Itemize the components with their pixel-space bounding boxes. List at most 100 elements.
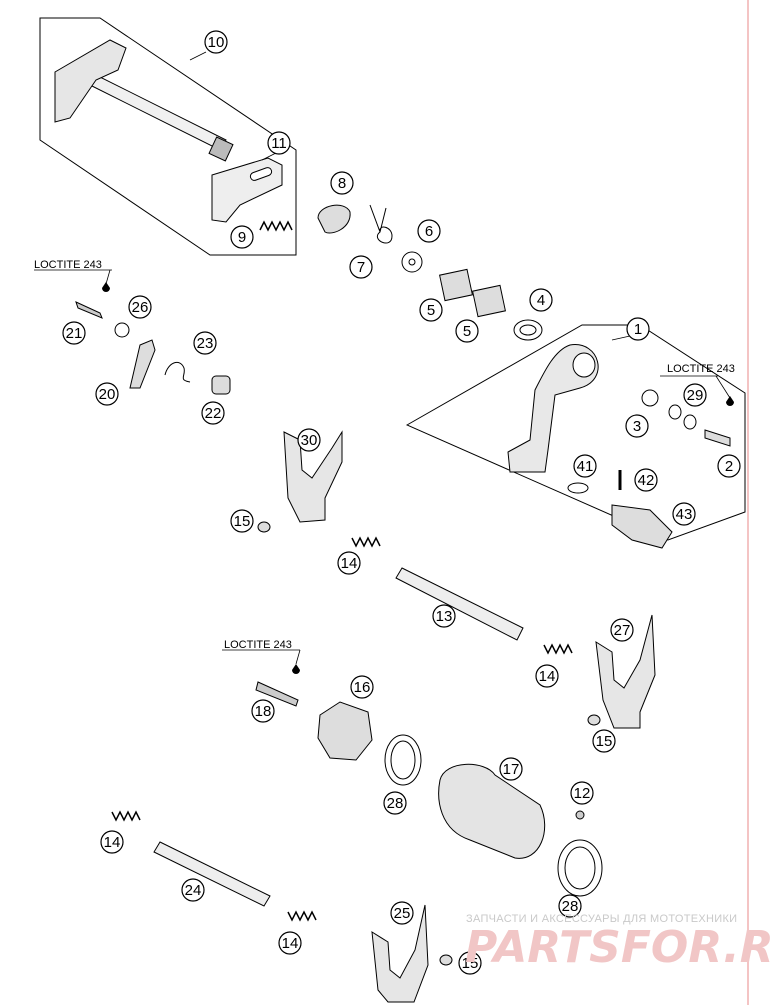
callout-circle	[570, 781, 594, 805]
pawl-parts	[317, 204, 543, 341]
watermark-tagline: ЗАПЧАСТИ И АКСЕССУАРЫ ДЛЯ МОТОТЕХНИКИ	[466, 913, 737, 925]
callout-circle	[330, 171, 354, 195]
part-18-bolt	[255, 681, 299, 707]
callout-number: 5	[427, 302, 435, 319]
callout-number: 13	[436, 608, 453, 625]
callout-circle	[592, 729, 616, 753]
part-41	[567, 482, 589, 494]
callout-number: 29	[687, 387, 704, 404]
part-30-fork	[283, 430, 343, 523]
callout-c9: 9	[230, 225, 254, 249]
shift-plate	[211, 157, 283, 223]
callout-circle	[432, 604, 456, 628]
callout-circle	[717, 454, 741, 478]
part-15c	[439, 954, 453, 966]
callout-circle	[204, 30, 228, 54]
part-20	[129, 339, 156, 389]
callout-c25: 25	[390, 901, 414, 925]
callout-circle	[337, 551, 361, 575]
callout-number: 9	[238, 229, 246, 246]
callout-c27: 27	[610, 618, 634, 642]
callout-c14d: 14	[278, 931, 302, 955]
part-28a	[384, 734, 422, 786]
shift-shaft-group	[39, 17, 297, 256]
part-17-drum	[438, 763, 546, 859]
part-29b	[683, 414, 697, 430]
part-29a	[668, 404, 682, 420]
part-12	[575, 810, 585, 820]
callout-c17: 17	[499, 757, 523, 781]
callout-c16: 16	[350, 675, 374, 699]
callout-c43: 43	[672, 502, 696, 526]
callout-circle	[181, 878, 205, 902]
callout-number: 4	[537, 292, 545, 309]
spring-14b	[543, 643, 573, 655]
part-16	[317, 701, 373, 761]
callout-c5b: 5	[455, 319, 479, 343]
callout-number: 20	[99, 386, 116, 403]
callout-number: 21	[66, 325, 83, 342]
part-24-shaft	[153, 841, 271, 907]
part-15b	[587, 714, 601, 726]
part-13-shaft	[395, 567, 524, 641]
callout-number: 16	[354, 679, 371, 696]
callout-c2: 2	[717, 454, 741, 478]
part-4-seal-inner	[519, 324, 537, 336]
callout-c26: 26	[128, 295, 152, 319]
callout-number: 41	[577, 458, 594, 475]
loctite-drop-1	[102, 282, 110, 292]
callout-number: 14	[539, 668, 556, 685]
part-21-bolt	[75, 301, 103, 319]
loctite-label-3: LOCTITE 243	[224, 639, 292, 651]
callout-number: 18	[255, 703, 272, 720]
callout-c28a: 28	[383, 791, 407, 815]
shift-shaft	[89, 74, 227, 151]
spring-9	[259, 220, 293, 232]
callout-number: 5	[463, 323, 471, 340]
leader-lines	[34, 51, 731, 665]
part-22	[211, 375, 231, 395]
callout-c14c: 14	[100, 830, 124, 854]
callout-circle	[455, 319, 479, 343]
part-25-fork	[371, 904, 429, 1003]
shift-lever-1	[507, 344, 599, 473]
callout-circle	[349, 255, 373, 279]
callout-circle	[100, 830, 124, 854]
part-6-hole	[408, 258, 416, 266]
callout-circle	[350, 675, 374, 699]
watermark-brand: PARTSFOR.RU	[465, 922, 775, 973]
callout-c18: 18	[251, 699, 275, 723]
callout-number: 15	[462, 955, 479, 972]
callout-circle	[251, 699, 275, 723]
callout-number: 2	[725, 458, 733, 475]
callout-circle	[535, 664, 559, 688]
callout-circle	[672, 502, 696, 526]
callout-circle	[128, 295, 152, 319]
part-27-fork	[595, 614, 656, 729]
callout-number: 15	[234, 513, 251, 530]
callout-number: 10	[208, 34, 225, 51]
callout-circle	[62, 321, 86, 345]
callout-circle	[230, 509, 254, 533]
callout-c28b: 28	[558, 894, 582, 918]
callout-circle	[458, 951, 482, 975]
callout-number: 14	[104, 834, 121, 851]
callout-circle	[230, 225, 254, 249]
spring-14a	[351, 536, 381, 548]
callout-number: 15	[596, 733, 613, 750]
spring-14c	[111, 810, 141, 822]
shaft-arm	[54, 39, 127, 123]
callout-c7: 7	[349, 255, 373, 279]
callout-number: 11	[271, 135, 287, 152]
callout-c22: 22	[201, 401, 225, 425]
callout-circle	[573, 454, 597, 478]
callout-circle	[95, 382, 119, 406]
callout-c15c: 15	[458, 951, 482, 975]
callout-number: 25	[394, 905, 411, 922]
shaft-spline	[208, 136, 234, 162]
part-2-bolt	[704, 429, 731, 447]
callout-number: 14	[341, 555, 358, 572]
loctite-drop-2	[726, 396, 734, 406]
group-outline-shaft	[39, 17, 297, 256]
callout-circle	[625, 414, 649, 438]
